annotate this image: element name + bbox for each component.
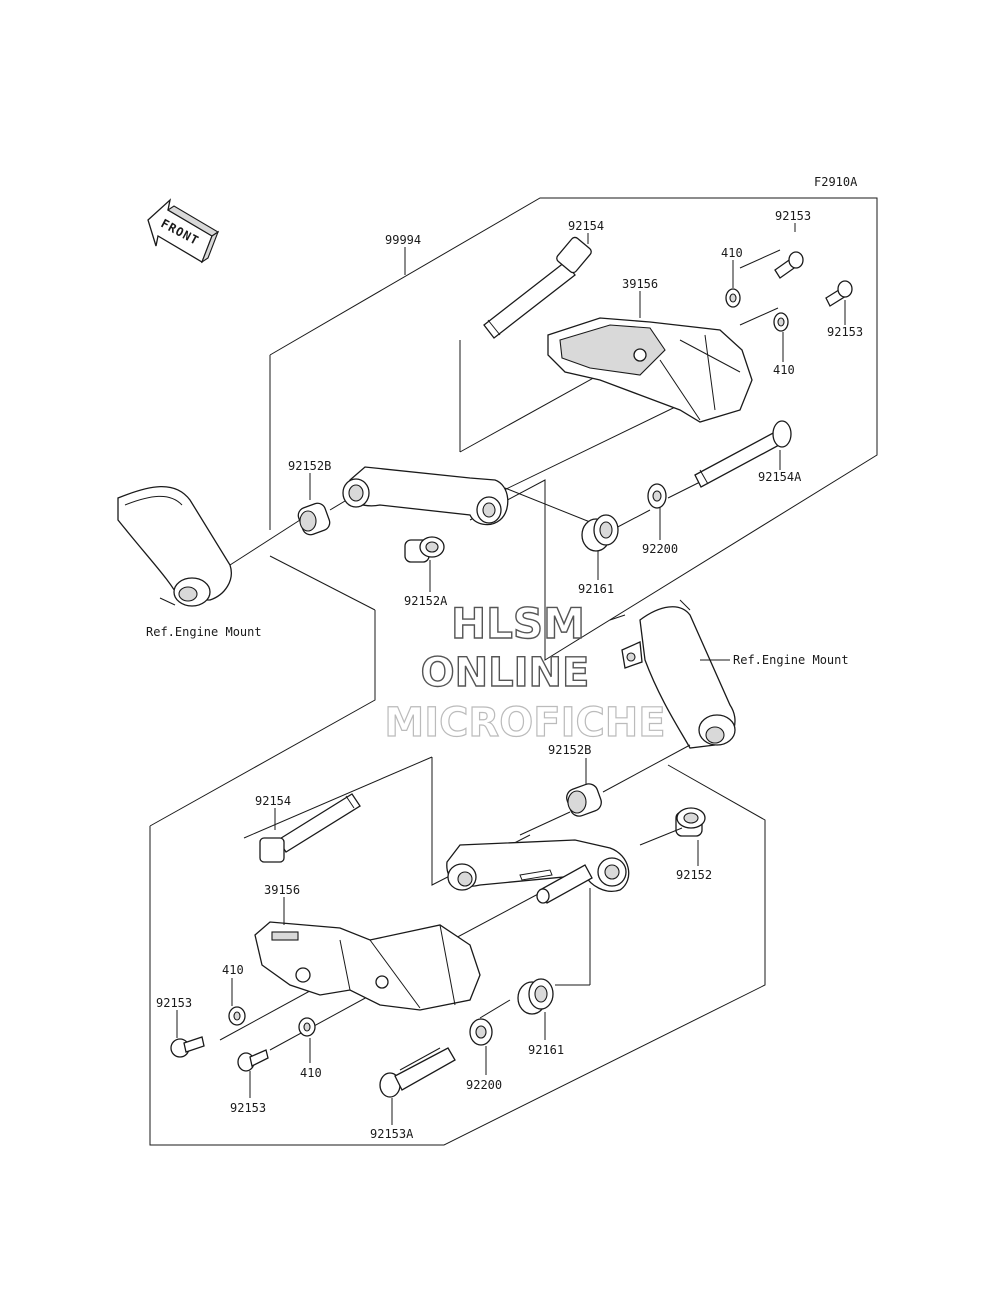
ref-engine-mount-left: Ref.Engine Mount [146, 625, 262, 639]
engine-mount-right [609, 599, 736, 749]
label-92200-top: 92200 [642, 542, 678, 556]
spacer-92152b-top [297, 502, 331, 536]
collar-92152-bottom [675, 807, 706, 837]
label-410-bottom-b: 410 [300, 1066, 322, 1080]
watermark-line1: HLSM [451, 599, 585, 648]
bolt-92154-bottom [259, 793, 361, 863]
top-assembly-boundary [269, 197, 878, 661]
ref-engine-mount-right: Ref.Engine Mount [733, 653, 849, 667]
label-92154-bottom: 92154 [255, 794, 291, 808]
washer-410-top-a [725, 288, 741, 308]
slider-39156-top [547, 317, 753, 423]
bracket-top [342, 466, 509, 526]
label-39156-top: 39156 [622, 277, 658, 291]
front-arrow-icon: FRONT [147, 198, 220, 264]
spacer-92152b-bottom [566, 783, 602, 817]
label-410-bottom-a: 410 [222, 963, 244, 977]
slider-39156-bottom [254, 921, 481, 1011]
label-92154-top: 92154 [568, 219, 604, 233]
bolt-92153-bottom-a [170, 1036, 205, 1058]
bolt-92153-bottom-b [237, 1049, 269, 1072]
washer-410-top-b [773, 312, 789, 332]
label-39156-bottom: 39156 [264, 883, 300, 897]
bolt-92153-top-a [774, 251, 804, 279]
washer-92200-top [647, 483, 667, 509]
bracket-bottom [446, 839, 630, 892]
engine-mount-left [117, 485, 232, 607]
label-92153-bottom-b: 92153 [230, 1101, 266, 1115]
label-92200-bottom: 92200 [466, 1078, 502, 1092]
label-410-top-a: 410 [721, 246, 743, 260]
collar-92152a-top [404, 536, 445, 563]
label-92152b-bottom: 92152B [548, 743, 591, 757]
label-92154a-top: 92154A [758, 470, 802, 484]
washer-410-bottom-a [228, 1006, 246, 1026]
watermark: HLSM ONLINE MICROFICHE [384, 598, 666, 746]
washer-410-bottom-b [298, 1017, 316, 1037]
label-92153-top-a: 92153 [775, 209, 811, 223]
washer-92200-bottom [469, 1018, 493, 1046]
label-92161-top: 92161 [578, 582, 614, 596]
bolt-92153a-bottom [379, 1047, 456, 1098]
label-92152b-top: 92152B [288, 459, 331, 473]
bolt-92154-top [483, 236, 592, 339]
label-92153-bottom-a: 92153 [156, 996, 192, 1010]
bolt-92153-top-b [825, 280, 853, 307]
label-92152-bottom: 92152 [676, 868, 712, 882]
label-99994: 99994 [385, 233, 421, 247]
label-92153-top-b: 92153 [827, 325, 863, 339]
watermark-line2: ONLINE [421, 650, 590, 696]
bushing-92161-bottom [517, 978, 554, 1015]
bolt-92154a-top [694, 420, 792, 488]
label-92161-bottom: 92161 [528, 1043, 564, 1057]
bushing-92161-top [581, 514, 619, 552]
sleeve-bottom [536, 864, 593, 904]
label-92153a-bottom: 92153A [370, 1127, 414, 1141]
figure-code: F2910A [814, 175, 858, 189]
watermark-line3: MICROFICHE [384, 700, 665, 746]
label-410-top-b: 410 [773, 363, 795, 377]
label-92152a-top: 92152A [404, 594, 448, 608]
